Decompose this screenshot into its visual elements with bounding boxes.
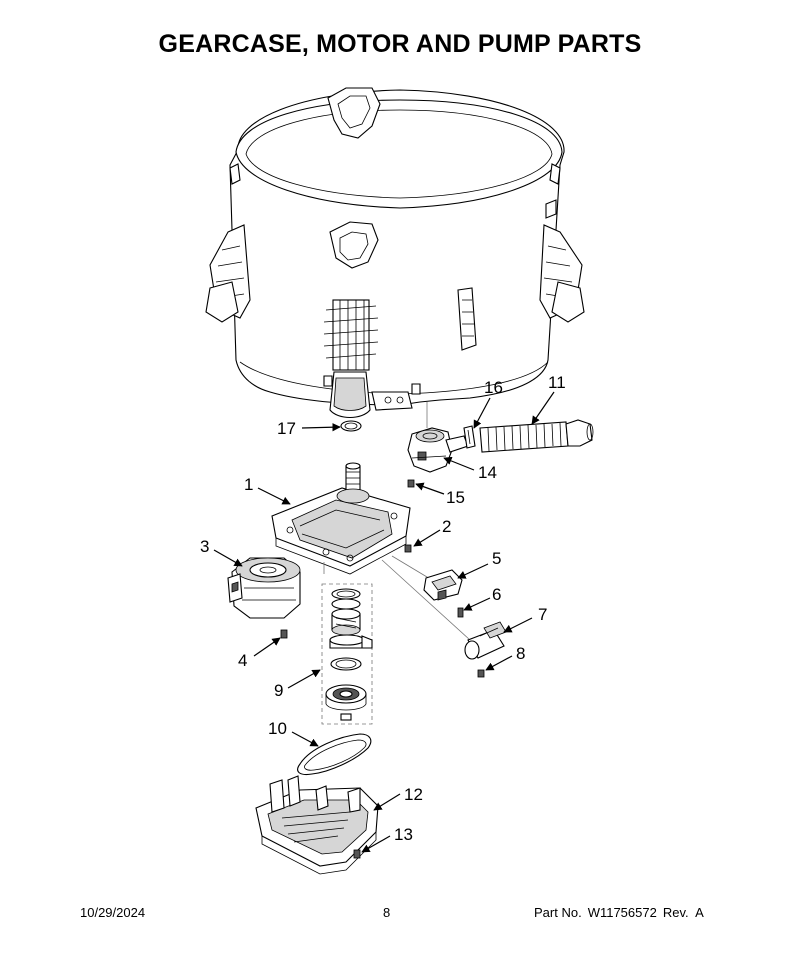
base-cover-part xyxy=(255,775,379,875)
screw-6-part xyxy=(457,607,464,618)
leader-6 xyxy=(463,597,491,611)
callout-7: 7 xyxy=(538,605,547,624)
page-title: GEARCASE, MOTOR AND PUMP PARTS xyxy=(158,30,642,58)
screw-15-part xyxy=(407,479,415,488)
footer-date: 10/29/2024 xyxy=(80,905,146,920)
seal-ring-part xyxy=(340,420,362,432)
callout-16: 16 xyxy=(484,378,503,397)
leader-13 xyxy=(361,835,391,853)
screw-2-part xyxy=(404,544,412,553)
footer-revision: Rev. A xyxy=(662,905,704,920)
callout-2: 2 xyxy=(442,517,451,536)
footer-part-number: W11756572 xyxy=(587,905,657,920)
footer-part-info: Part No. W11756572 Rev. A xyxy=(534,905,710,920)
tub-illustration xyxy=(205,87,585,419)
leader-10 xyxy=(291,731,319,747)
callout-8: 8 xyxy=(516,644,525,663)
callout-10: 10 xyxy=(268,719,287,738)
leader-9 xyxy=(287,669,321,689)
sensor-part xyxy=(423,569,463,601)
leader-12 xyxy=(373,793,401,811)
leader-1 xyxy=(257,487,291,505)
callout-13: 13 xyxy=(394,825,413,844)
screw-8-part xyxy=(477,669,485,678)
leader-3 xyxy=(213,549,243,567)
drain-pump-part xyxy=(407,427,469,473)
footer-page-number: 8 xyxy=(383,905,391,920)
screw-13-part xyxy=(353,849,361,859)
screw-4-part xyxy=(280,629,288,639)
leader-7 xyxy=(503,617,533,633)
leader-2 xyxy=(413,529,441,547)
callout-6: 6 xyxy=(492,585,501,604)
callout-3: 3 xyxy=(200,537,209,556)
leader-4 xyxy=(253,637,281,657)
tub-filter-lattice xyxy=(323,299,379,371)
callout-4: 4 xyxy=(238,651,247,670)
leader-8 xyxy=(485,655,513,671)
drive-belt-part xyxy=(297,733,372,776)
capacitor-part xyxy=(464,621,507,660)
motor-part xyxy=(227,557,301,619)
footer-part-label: Part No. xyxy=(534,905,582,920)
drain-hose-part xyxy=(479,419,594,453)
leader-17 xyxy=(301,423,341,432)
callout-17: 17 xyxy=(277,419,296,438)
leader-lines xyxy=(213,391,555,853)
leader-11 xyxy=(531,391,555,425)
callout-labels: 17 16 11 14 15 1 2 3 5 6 7 4 8 9 10 12 1… xyxy=(200,373,566,844)
hose-clamp-part xyxy=(463,425,476,449)
callout-11: 11 xyxy=(548,373,566,392)
callout-15: 15 xyxy=(446,488,465,507)
leader-16 xyxy=(473,397,491,429)
leader-5 xyxy=(457,563,489,579)
callout-12: 12 xyxy=(404,785,423,804)
gearcase-guide-b xyxy=(391,555,433,581)
clutch-assembly-part xyxy=(321,583,373,725)
callout-9: 9 xyxy=(274,681,283,700)
callout-14: 14 xyxy=(478,463,497,482)
callout-5: 5 xyxy=(492,549,501,568)
gearcase-part xyxy=(271,462,411,575)
leader-14 xyxy=(443,456,475,471)
leader-15 xyxy=(415,482,445,495)
gearcase-guide-a xyxy=(381,559,471,641)
callout-1: 1 xyxy=(244,475,253,494)
